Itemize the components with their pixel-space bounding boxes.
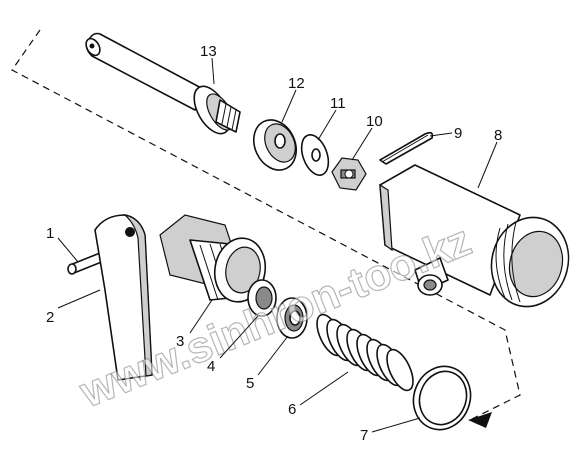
part-2-lever	[94, 213, 153, 381]
part-11-washer	[300, 134, 330, 176]
callout-4: 4	[207, 358, 215, 375]
part-4-bushing	[247, 279, 277, 317]
callout-7: 7	[360, 427, 368, 444]
callout-13: 13	[200, 43, 217, 60]
leader-13	[211, 57, 215, 85]
leader-6	[299, 371, 349, 406]
leader-2	[57, 289, 101, 309]
leader-1	[57, 237, 79, 263]
leader-11	[317, 109, 337, 141]
callout-1: 1	[46, 225, 54, 242]
part-7-o-ring	[412, 365, 472, 431]
leader-8	[477, 141, 498, 189]
leader-4	[219, 315, 259, 359]
leader-12	[281, 89, 297, 123]
part-13-pin	[85, 32, 241, 135]
leader-3	[189, 299, 213, 334]
part-5-seal	[276, 297, 308, 339]
leader-10	[351, 127, 373, 161]
callout-2: 2	[46, 309, 54, 326]
callout-8: 8	[494, 127, 502, 144]
part-3-threaded-nut	[159, 214, 267, 303]
callout-12: 12	[288, 75, 305, 92]
callout-6: 6	[288, 401, 296, 418]
part-10-castle-nut	[331, 157, 367, 191]
leader-9	[429, 132, 453, 137]
callout-3: 3	[176, 333, 184, 350]
callout-10: 10	[366, 113, 383, 130]
callout-11: 11	[330, 95, 346, 112]
assembly-guide-line	[11, 29, 521, 421]
leader-5	[257, 335, 289, 376]
callout-9: 9	[454, 125, 462, 142]
part-9-cotter-pin	[379, 131, 434, 165]
leader-7	[371, 417, 421, 433]
part-12-washer	[253, 119, 297, 171]
callout-5: 5	[246, 375, 254, 392]
part-8-housing	[379, 164, 570, 308]
assembly-arrow-head	[468, 412, 492, 428]
part-6-spring	[316, 313, 414, 392]
